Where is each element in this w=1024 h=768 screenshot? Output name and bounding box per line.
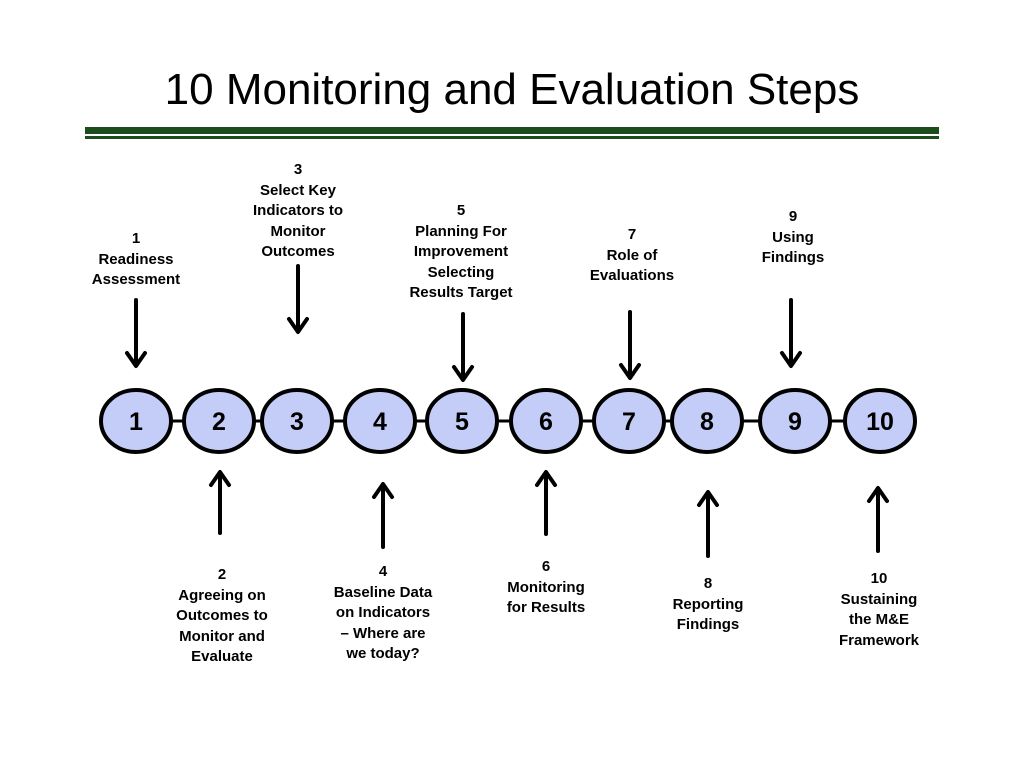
step-label-line: Planning For [415,222,507,240]
step-label-number: 3 [293,161,303,178]
step-label-number: 6 [541,558,551,575]
step-label-number: 8 [703,575,713,592]
step-label-line: Improvement [413,243,509,260]
step-node-number: 1 [129,408,143,436]
step-arrow-10 [867,486,889,553]
step-node-circle [182,388,256,454]
step-label-line: Using [772,228,814,246]
step-label-line: Evaluate [191,648,253,665]
step-label-line: Evaluations [589,267,675,284]
step-label-line: Outcomes [261,243,335,260]
step-arrow-3 [287,264,309,334]
step-node-3: 3 [260,388,334,454]
step-label-line: Monitoring [507,578,585,596]
step-node-circle [843,388,917,454]
step-arrow-4 [372,482,394,549]
step-node-number: 10 [866,408,894,436]
step-label-line: Baseline Data [333,583,433,601]
step-label-line: Findings [676,616,740,633]
step-label-line: on Indicators [335,604,431,621]
step-node-circle [99,388,173,454]
step-label-number: 9 [788,208,798,225]
step-arrow-5 [452,312,474,382]
step-label-line: Sustaining [840,590,918,608]
step-node-2: 2 [182,388,256,454]
step-label-line: Outcomes to [176,607,268,624]
step-label-line: Role of [606,246,658,264]
step-label-line: Results Target [409,284,513,301]
step-label-number: 10 [870,570,888,587]
step-node-1: 1 [99,388,173,454]
step-arrow-8 [697,490,719,558]
step-label-number: 2 [217,566,227,583]
step-arrow-1 [125,298,147,368]
step-node-8: 8 [670,388,744,454]
step-node-number: 3 [290,408,304,436]
step-label-number: 4 [378,563,388,580]
step-arrow-7 [619,310,641,380]
step-node-number: 2 [212,408,226,436]
page-title: 10 Monitoring and Evaluation Steps [164,65,860,114]
step-label-line: Assessment [91,271,181,288]
step-node-number: 9 [788,408,802,436]
step-arrow-2 [209,470,231,535]
step-label-line: we today? [346,645,420,662]
step-node-number: 4 [373,408,387,436]
step-label-line: Indicators to [252,202,343,219]
step-node-number: 6 [539,408,553,436]
step-node-circle [670,388,744,454]
step-label-line: Framework [838,631,920,649]
step-node-10: 10 [843,388,917,454]
step-label-line: Findings [761,249,825,266]
step-node-4: 4 [343,388,417,454]
step-node-circle [592,388,666,454]
step-node-number: 5 [455,408,469,436]
step-node-circle [758,388,832,454]
step-label-line: for Results [506,599,586,616]
step-label-number: 7 [627,226,637,243]
step-node-7: 7 [592,388,666,454]
step-node-circle [509,388,583,454]
step-label-number: 5 [456,202,466,219]
step-label-number: 1 [131,230,141,247]
step-arrow-9 [780,298,802,368]
step-label-line: Monitor [270,222,326,240]
title-divider-thick [85,127,939,134]
step-node-number: 7 [622,408,636,436]
step-label-line: Selecting [427,263,495,281]
step-label-line: – Where are [340,624,426,642]
step-node-number: 8 [700,408,714,436]
step-label-line: the M&E [849,611,909,628]
step-arrow-6 [535,470,557,536]
step-label-line: Select Key [260,181,336,199]
step-node-5: 5 [425,388,499,454]
step-label-line: Agreeing on [178,586,266,604]
step-node-9: 9 [758,388,832,454]
step-node-circle [343,388,417,454]
step-node-circle [260,388,334,454]
title-divider-thin [85,136,939,139]
step-node-6: 6 [509,388,583,454]
step-node-circle [425,388,499,454]
step-label-line: Reporting [672,595,744,613]
step-label-line: Monitor and [179,627,265,645]
step-label-line: Readiness [98,250,174,268]
